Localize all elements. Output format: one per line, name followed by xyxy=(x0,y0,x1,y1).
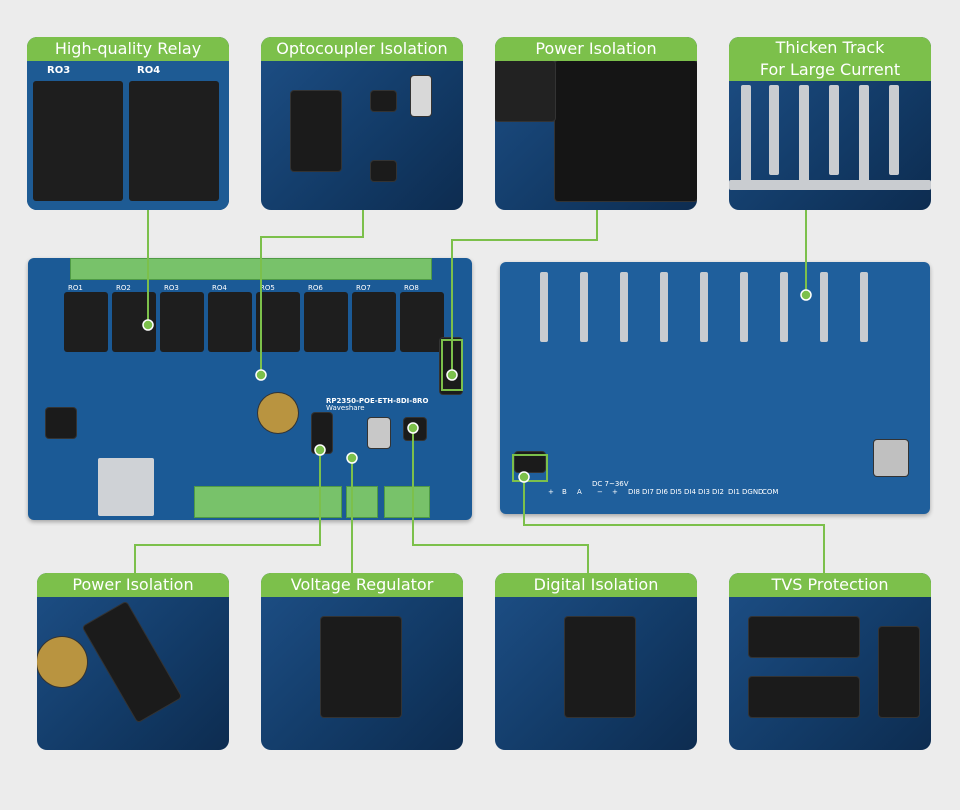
relay xyxy=(304,292,348,352)
marker-dot xyxy=(142,319,154,331)
connector-power-isolation-top xyxy=(451,210,598,375)
marker-dot xyxy=(314,444,326,456)
pin-label: DI4 xyxy=(684,488,696,496)
pin-label: A xyxy=(577,488,582,496)
marker-dot xyxy=(407,422,419,434)
callout-high-quality-relay: RO3 RO4 High-quality Relay xyxy=(27,37,229,210)
pin-label: + xyxy=(548,488,554,496)
pin-label: DI6 xyxy=(656,488,668,496)
marker-dot xyxy=(518,471,530,483)
pin-label: COM xyxy=(762,488,779,496)
pin-label: DI2 xyxy=(712,488,724,496)
callout-thicken-track: Thicken Track For Large Current xyxy=(729,37,931,210)
relay xyxy=(160,292,204,352)
rs485-terminal-block xyxy=(384,486,430,518)
relay xyxy=(208,292,252,352)
pin-label: − xyxy=(597,488,603,496)
marker-dot xyxy=(255,369,267,381)
relay-label: RO3 xyxy=(164,284,179,292)
thick-track-photo xyxy=(729,85,931,210)
pin-label: + xyxy=(612,488,618,496)
digital-isolator-closeup xyxy=(495,597,697,750)
tvs-diodes xyxy=(515,452,545,472)
tvs-closeup xyxy=(729,597,931,750)
callout-digital-isolation: Digital Isolation xyxy=(495,573,697,750)
connector-power-isolation-bottom xyxy=(134,450,321,573)
relay-photo: RO3 RO4 xyxy=(27,61,229,210)
relay-label-ro4: RO4 xyxy=(137,65,161,76)
connector-tvs xyxy=(523,477,825,573)
callout-power-isolation-bottom: Power Isolation xyxy=(37,573,229,750)
pin-label: DI3 xyxy=(698,488,710,496)
callout-voltage-regulator: Voltage Regulator xyxy=(261,573,463,750)
callout-label: Power Isolation xyxy=(37,573,229,597)
relay-label: RO7 xyxy=(356,284,371,292)
callout-tvs-protection: TVS Protection xyxy=(729,573,931,750)
pin-label: DI7 xyxy=(642,488,654,496)
pin-label: DI8 xyxy=(628,488,640,496)
isolation-highlight xyxy=(441,339,463,391)
marker-dot xyxy=(800,289,812,301)
relay-label: RO6 xyxy=(308,284,323,292)
sd-card-slot xyxy=(874,440,908,476)
pin-label: DI5 xyxy=(670,488,682,496)
voltage-regulator xyxy=(368,418,390,448)
relay-label-ro3: RO3 xyxy=(47,65,71,76)
relay xyxy=(352,292,396,352)
relay xyxy=(64,292,108,352)
relay xyxy=(256,292,300,352)
callout-label: Voltage Regulator xyxy=(261,573,463,597)
callout-label: Power Isolation xyxy=(495,37,697,61)
power-isolation-module xyxy=(312,413,332,453)
power-isolation-photo xyxy=(495,61,697,210)
marker-dot xyxy=(346,452,358,464)
relay xyxy=(400,292,444,352)
relay-terminal-block xyxy=(70,258,432,280)
callout-optocoupler-isolation: Optocoupler Isolation xyxy=(261,37,463,210)
callout-label: Digital Isolation xyxy=(495,573,697,597)
callout-label: High-quality Relay xyxy=(27,37,229,61)
power-isolation-closeup xyxy=(37,597,229,750)
relay-label: RO2 xyxy=(116,284,131,292)
connector-digital-isolation xyxy=(412,428,589,573)
relay-label: RO8 xyxy=(404,284,419,292)
optocoupler-photo xyxy=(261,61,463,210)
pin-label: DGND xyxy=(742,488,764,496)
input-terminal-block xyxy=(194,486,342,518)
callout-label: Optocoupler Isolation xyxy=(261,37,463,61)
voltage-regulator-closeup xyxy=(261,597,463,750)
callout-power-isolation-top: Power Isolation xyxy=(495,37,697,210)
relay-label: RO4 xyxy=(212,284,227,292)
rtc-battery xyxy=(258,393,298,433)
pin-label: DI1 xyxy=(728,488,740,496)
connector-optocoupler xyxy=(260,210,364,375)
model-label: RP2350-POE-ETH-8DI-8RO xyxy=(326,397,429,405)
pin-label: B xyxy=(562,488,567,496)
callout-label: TVS Protection xyxy=(729,573,931,597)
callout-label: Thicken Track For Large Current xyxy=(729,37,931,81)
marker-dot xyxy=(446,369,458,381)
mcu-chip xyxy=(46,408,76,438)
relay-label: RO5 xyxy=(260,284,275,292)
relay-label: RO1 xyxy=(68,284,83,292)
power-label: DC 7~36V xyxy=(592,480,629,488)
ethernet-port[interactable] xyxy=(98,458,154,516)
tvs-highlight xyxy=(512,454,548,482)
back-board: DC 7~36V + B A − + DI8 DI7 DI6 DI5 DI4 D… xyxy=(500,262,930,514)
brand-label: Waveshare xyxy=(326,404,365,412)
